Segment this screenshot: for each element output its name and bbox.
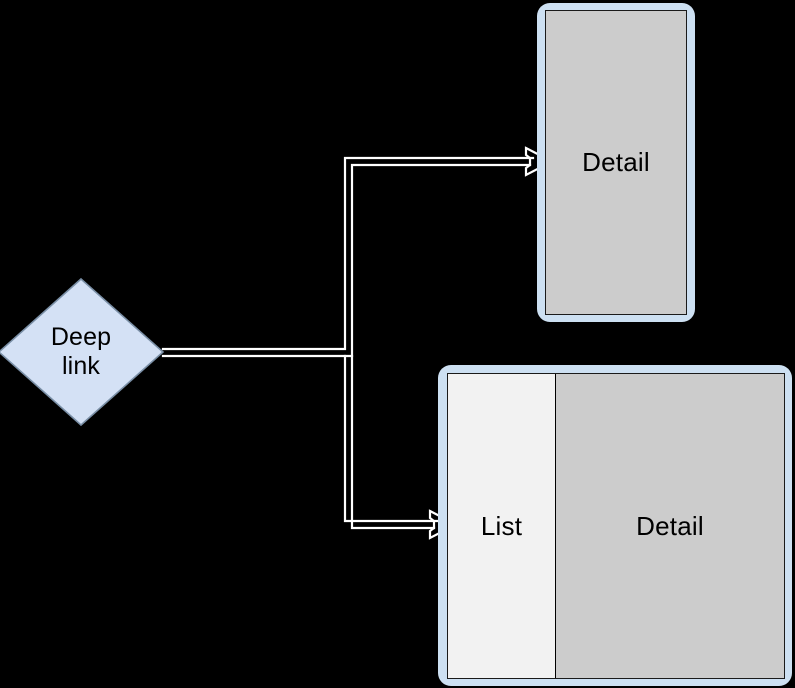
deep-link-label: Deep link [0,278,164,426]
edge-line-lower [161,163,532,358]
edge-deeplink-to-detail[interactable] [161,146,555,358]
edge-line-inner [350,354,436,530]
edge-line-upper [161,156,535,351]
diamond-shape [0,277,165,427]
split-screen-inner: List Detail [447,373,785,679]
detail-screen-inner: Detail [545,10,687,315]
deep-link-label-line1: Deep [50,323,112,351]
split-screen-list-pane: List [448,374,556,678]
deep-link-label-line2: link [62,352,100,380]
edge-line-outer [343,354,439,523]
split-screen-detail-pane: Detail [556,374,784,678]
detail-screen-detail-pane: Detail [546,11,686,314]
node-deep-link[interactable]: Deep link [0,277,165,427]
